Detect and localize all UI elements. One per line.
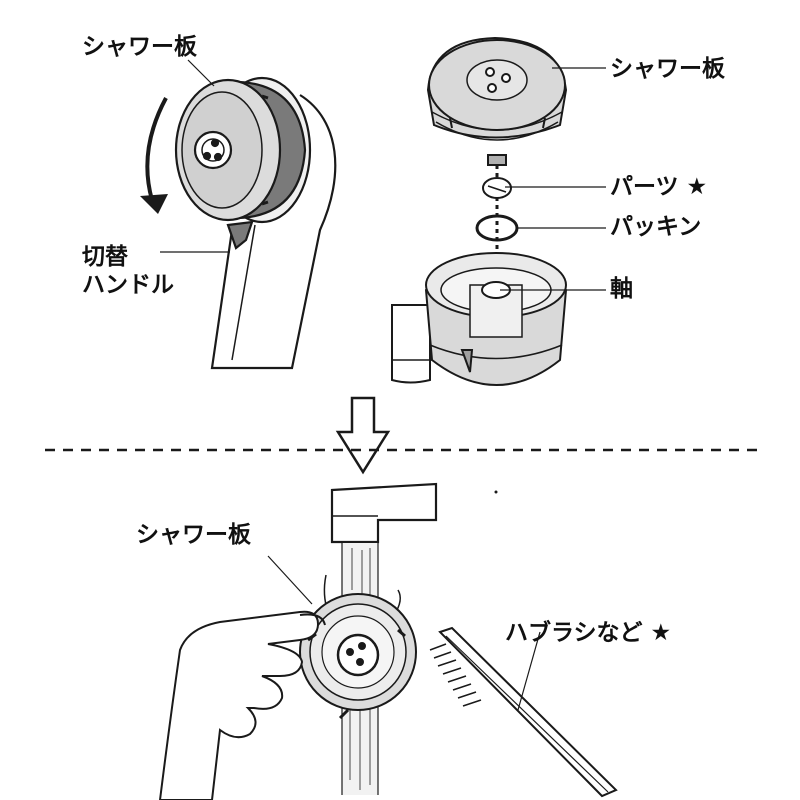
label-shower-plate-top-left: シャワー板 [82,34,197,60]
shower-plate-held [299,593,417,720]
label-brush: ハブラシなど ★ [505,620,672,646]
exploded-view [391,36,606,386]
toothbrush [429,626,618,798]
hand [158,610,326,800]
label-parts: パーツ ★ [610,174,708,200]
brush-bristles [429,643,482,707]
label-switch-handle-line2: ハンドル [82,272,174,298]
label-shower-plate-top-right: シャワー板 [610,56,725,82]
label-switch-handle-line1: 切替 [82,244,128,270]
label-packing: パッキン [610,214,702,240]
label-shaft: 軸 [610,276,633,302]
rotate-arrow-icon [140,97,168,214]
down-arrow-icon [335,396,391,475]
label-shower-plate-bottom: シャワー板 [136,522,251,548]
faucet [330,482,438,544]
showerhead-side-view [160,59,337,370]
